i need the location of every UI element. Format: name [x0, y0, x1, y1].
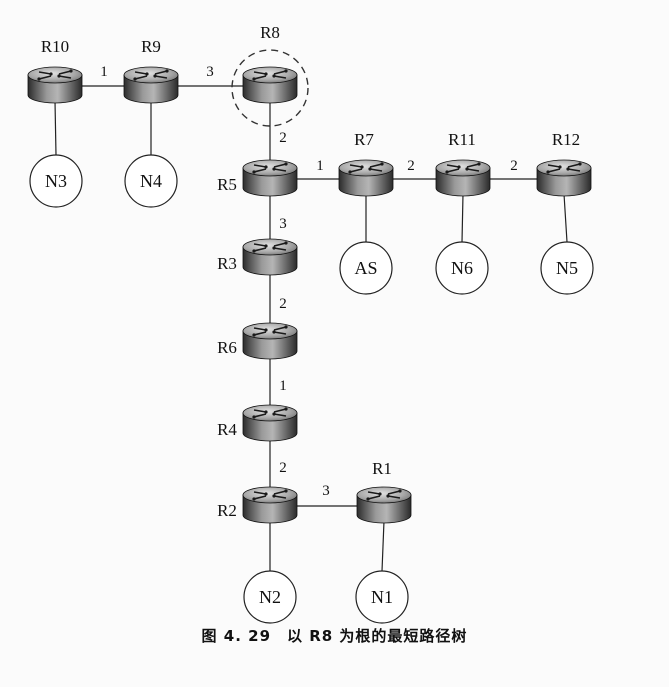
router-icon — [242, 404, 298, 442]
link-cost-label: 2 — [510, 158, 518, 174]
network-label: N6 — [451, 258, 473, 278]
router-icon — [242, 66, 298, 104]
router-label: R10 — [41, 37, 69, 56]
router-label: R2 — [217, 501, 237, 520]
link-cost-label: 3 — [206, 64, 214, 80]
network-circle — [243, 570, 297, 624]
router-r12: R12 — [536, 130, 592, 197]
router-r5: R5 — [217, 159, 298, 197]
network-n2: N2 — [243, 570, 297, 624]
router-r7: R7 — [338, 130, 394, 197]
network-label: N1 — [371, 587, 393, 607]
network-as: AS — [339, 241, 393, 295]
links-layer: 1 3 2 1 2 2 3 2 1 2 3 — [54, 64, 568, 572]
link-cost-label: 3 — [279, 216, 287, 232]
network-label: AS — [354, 258, 377, 278]
network-n6: N6 — [435, 241, 489, 295]
router-r2: R2 — [217, 486, 298, 524]
router-icon — [242, 486, 298, 524]
network-label: N5 — [556, 258, 578, 278]
router-icon — [242, 159, 298, 197]
link-cost-label: 2 — [279, 296, 287, 312]
link-cost-label: 1 — [100, 64, 108, 80]
router-label: R3 — [217, 254, 237, 273]
link-cost-label: 2 — [279, 460, 287, 476]
router-label: R12 — [552, 130, 580, 149]
router-icon — [242, 322, 298, 360]
router-icon — [338, 159, 394, 197]
link-cost-label: 1 — [279, 378, 287, 394]
router-r8: R8 — [231, 23, 309, 127]
link-r12-n5 — [563, 193, 568, 243]
router-label: R6 — [217, 338, 237, 357]
network-n4: N4 — [124, 154, 178, 208]
network-label: N4 — [140, 171, 162, 191]
network-circle — [355, 570, 409, 624]
network-n3: N3 — [29, 154, 83, 208]
router-r6: R6 — [217, 322, 298, 360]
router-icon — [123, 66, 179, 104]
router-r11: R11 — [435, 130, 491, 197]
router-icon — [435, 159, 491, 197]
link-r10-n3 — [54, 100, 57, 156]
network-circle — [435, 241, 489, 295]
router-label: R5 — [217, 175, 237, 194]
link-cost-label: 2 — [279, 130, 287, 146]
router-label: R11 — [448, 130, 476, 149]
router-r4: R4 — [217, 404, 298, 442]
figure-caption: 图 4. 29 以 R8 为根的最短路径树 — [201, 627, 468, 645]
network-circle — [124, 154, 178, 208]
router-label: R4 — [217, 420, 237, 439]
network-label: N3 — [45, 171, 67, 191]
router-label: R1 — [372, 459, 392, 478]
router-label: R9 — [141, 37, 161, 56]
router-icon — [242, 238, 298, 276]
root-highlight-ring — [231, 49, 309, 127]
router-label: R8 — [260, 23, 280, 42]
network-n1: N1 — [355, 570, 409, 624]
router-icon — [27, 66, 83, 104]
network-label: N2 — [259, 587, 281, 607]
router-r3: R3 — [217, 238, 298, 276]
link-cost-label: 2 — [407, 158, 415, 174]
link-r1-n1 — [381, 520, 385, 572]
router-label: R7 — [354, 130, 374, 149]
router-r9: R9 — [123, 37, 179, 104]
router-icon — [356, 486, 412, 524]
network-n5: N5 — [540, 241, 594, 295]
link-r11-n6 — [461, 193, 464, 243]
network-circle — [339, 241, 393, 295]
router-r1: R1 — [356, 459, 412, 524]
link-cost-label: 1 — [316, 158, 324, 174]
network-circle — [540, 241, 594, 295]
network-circle — [29, 154, 83, 208]
link-cost-label: 3 — [322, 483, 330, 499]
router-r10: R10 — [27, 37, 83, 104]
router-icon — [536, 159, 592, 197]
